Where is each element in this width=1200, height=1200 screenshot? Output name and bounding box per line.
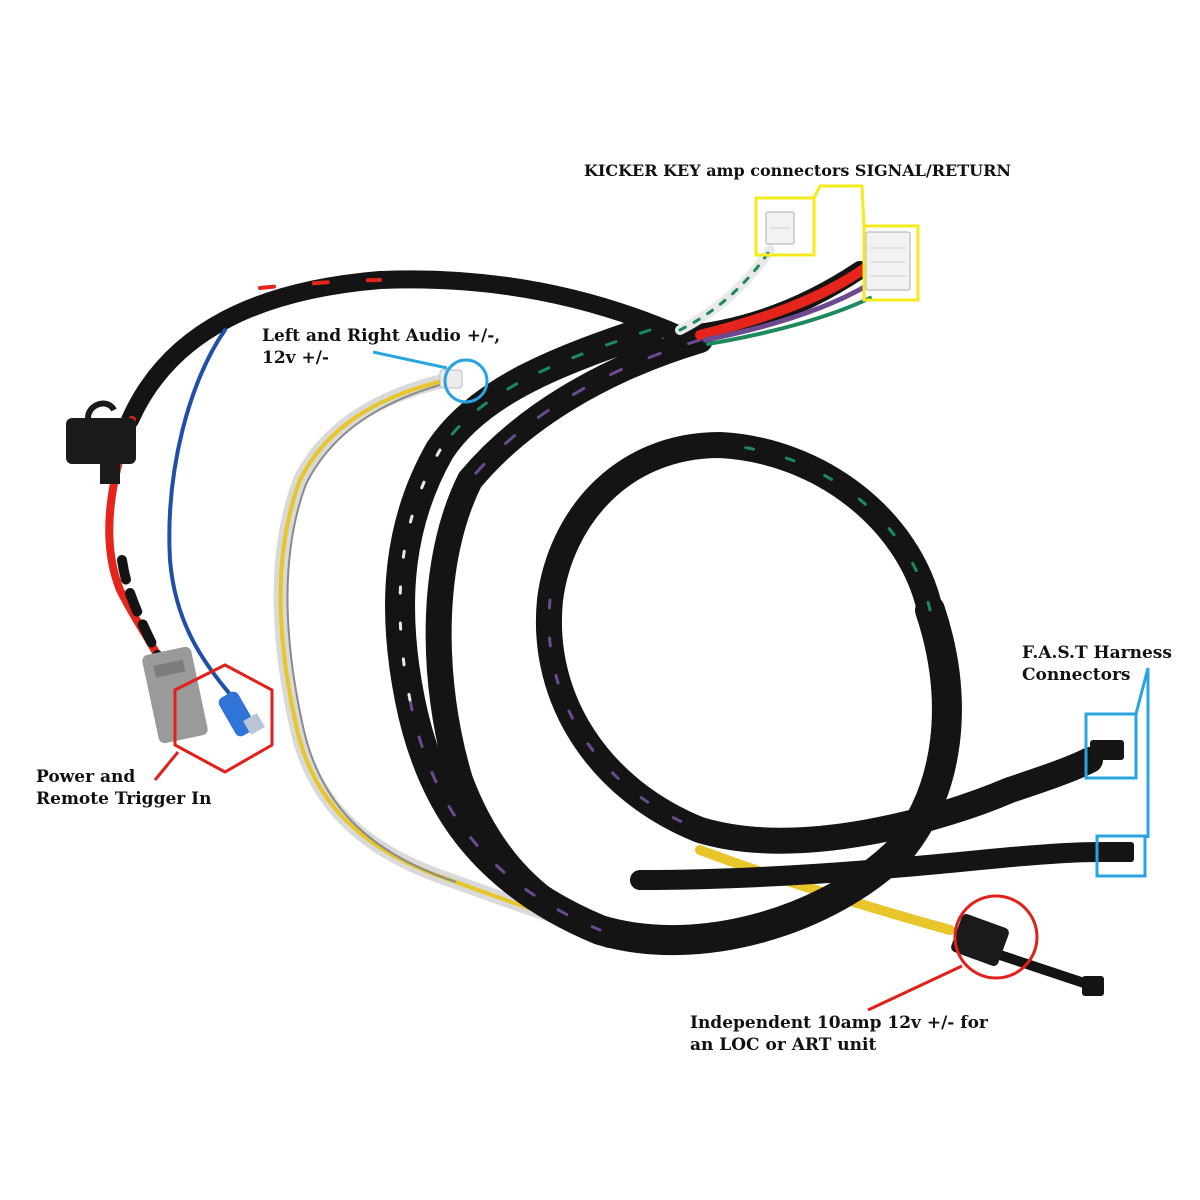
audio-wire-bundle [273,373,607,937]
key-connector-wires [675,245,872,346]
fast-connector-top [1090,740,1124,760]
inline-fuse-holder-power [66,400,136,484]
audio-connector [439,369,463,389]
callout-independent [867,894,1039,1012]
fast-connector-bottom [1100,842,1134,862]
sleeve-tracers [258,278,932,932]
callout-fast [1084,667,1150,878]
black-lead-to-plug [995,950,1095,990]
callout-audio [372,350,489,404]
callout-power [153,663,274,781]
blue-spade-terminal [218,691,265,737]
loc-art-plug [1082,976,1104,996]
key-amp-connector-large [865,231,911,291]
callout-kicker-key [754,184,920,302]
label-kicker-key-connectors: KICKER KEY amp connectors SIGNAL/RETURN [584,161,1012,180]
key-amp-connector-small [765,211,795,245]
inline-fuse-holder-independent [951,914,1009,966]
main-harness-sleeve [121,261,1110,956]
label-power-remote: Power and Remote Trigger In [36,767,212,809]
label-fast-connectors: F.A.S.T Harness Connectors [1022,643,1172,685]
label-independent-fuse: Independent 10amp 12v +/- for an LOC or … [690,1013,988,1055]
red-wire-sleeve [117,555,165,665]
label-audio-connector: Left and Right Audio +/-, 12v +/- [262,326,501,368]
blue-remote-wire [167,328,237,702]
